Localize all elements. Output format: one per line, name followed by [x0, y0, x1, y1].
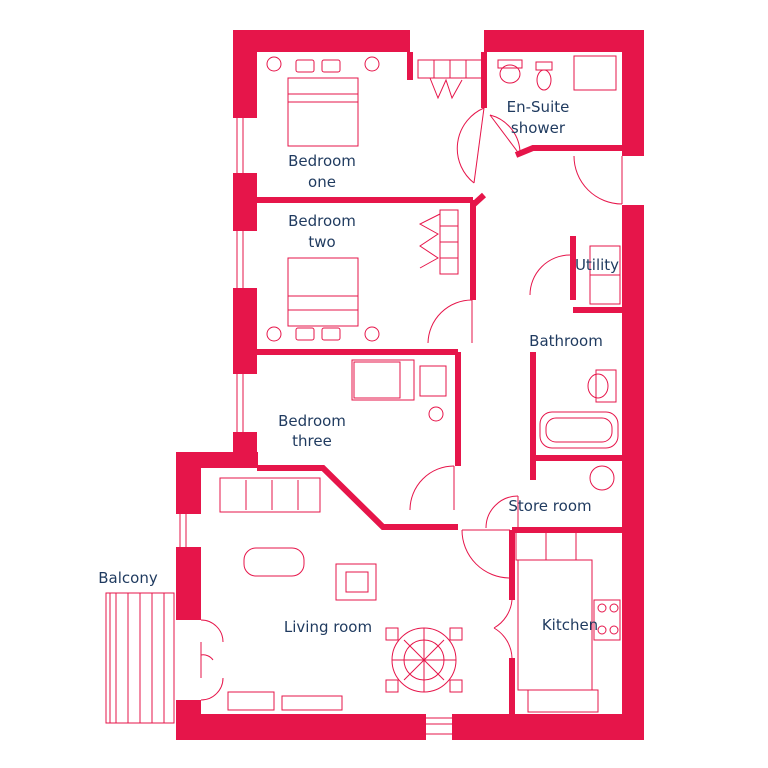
label-balcony: Balcony: [98, 569, 158, 587]
label-living-room: Living room: [284, 618, 372, 636]
walls: [176, 30, 644, 740]
label-bathroom: Bathroom: [529, 332, 603, 350]
label-kitchen: Kitchen: [542, 616, 598, 634]
door-swings: [200, 107, 623, 701]
label-utility: Utility: [575, 256, 619, 274]
label-store-room: Store room: [508, 497, 591, 515]
windows: [179, 118, 452, 735]
balcony-deck: [105, 592, 175, 724]
furniture: [219, 55, 621, 713]
bed-icon: [287, 59, 359, 147]
bed-icon: [287, 257, 359, 341]
